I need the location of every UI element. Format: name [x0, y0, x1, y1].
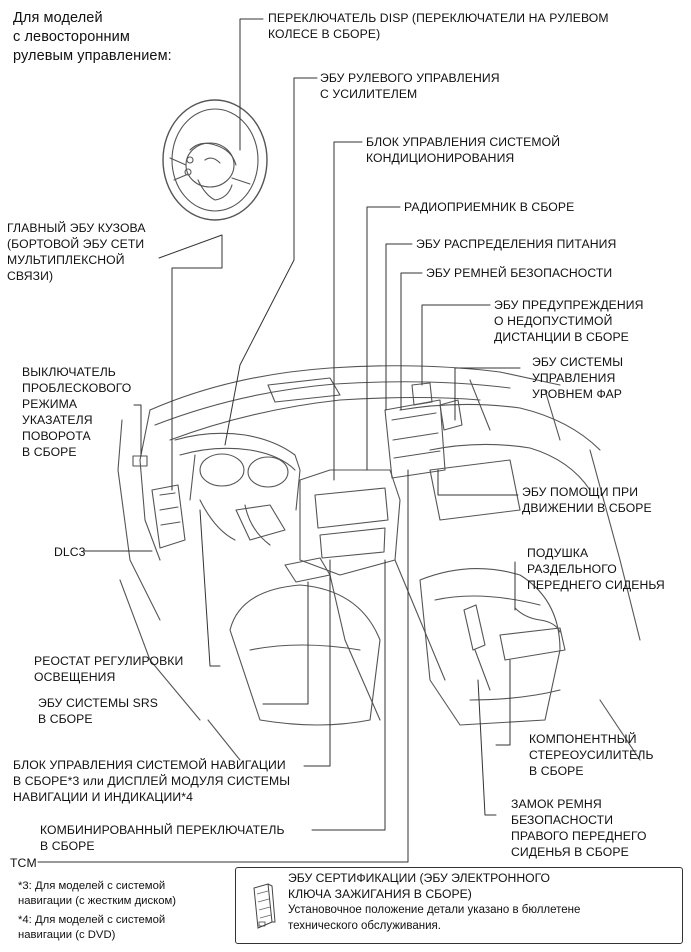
certification-ecu-box: ЭБУ СЕРТИФИКАЦИИ (ЭБУ ЭЛЕКТРОННОГО КЛЮЧА…: [235, 867, 683, 944]
footnote-3: *3: Для моделей с системой навигации (с …: [18, 880, 177, 907]
label-separate-seat-cushion: ПОДУШКА РАЗДЕЛЬНОГО ПЕРЕДНЕГО СИДЕНЬЯ: [527, 546, 665, 592]
certification-ecu-title: ЭБУ СЕРТИФИКАЦИИ (ЭБУ ЭЛЕКТРОННОГО КЛЮЧА…: [288, 871, 551, 901]
certification-ecu-icon: [253, 883, 276, 929]
label-driving-support-ecu: ЭБУ ПОМОЩИ ПРИ ДВИЖЕНИИ В СБОРЕ: [522, 485, 652, 515]
label-nav-control: БЛОК УПРАВЛЕНИЯ СИСТЕМОЙ НАВИГАЦИИ В СБО…: [13, 758, 291, 804]
label-distance-warning-ecu: ЭБУ ПРЕДУПРЕЖДЕНИЯ О НЕДОПУСТИМОЙ ДИСТАН…: [494, 298, 644, 344]
label-headlight-level-ecu: ЭБУ СИСТЕМЫ УПРАВЛЕНИЯ УРОВНЕМ ФАР: [532, 355, 624, 401]
footnote-4: *4: Для моделей с системой навигации (с …: [18, 914, 166, 941]
label-power-steering-ecu: ЭБУ РУЛЕВОГО УПРАВЛЕНИЯ С УСИЛИТЕЛЕМ: [320, 71, 500, 101]
label-dlc3: DLC3: [54, 545, 86, 559]
lhd-models-note: Для моделей с левосторонним рулевым упра…: [13, 10, 172, 64]
label-combination-switch: КОМБИНИРОВАННЫЙ ПЕРЕКЛЮЧАТЕЛЬ В СБОРЕ: [40, 823, 285, 853]
label-seatbelt-ecu: ЭБУ РЕМНЕЙ БЕЗОПАСНОСТИ: [426, 266, 613, 280]
label-disp-switch: ПЕРЕКЛЮЧАТЕЛЬ DISP (ПЕРЕКЛЮЧАТЕЛИ НА РУЛ…: [268, 11, 609, 41]
label-tcm: TCM: [10, 856, 37, 870]
label-ac-control: БЛОК УПРАВЛЕНИЯ СИСТЕМОЙ КОНДИЦИОНИРОВАН…: [366, 135, 561, 165]
label-radio: РАДИОПРИЕМНИК В СБОРЕ: [404, 200, 575, 214]
label-main-body-ecu: ГЛАВНЫЙ ЭБУ КУЗОВА (БОРТОВОЙ ЭБУ СЕТИ МУ…: [7, 221, 146, 283]
leader-lines: [37, 18, 521, 863]
label-power-distribution-ecu: ЭБУ РАСПРЕДЕЛЕНИЯ ПИТАНИЯ: [416, 237, 617, 251]
label-stereo-amplifier: КОМПОНЕНТНЫЙ СТЕРЕОУСИЛИТЕЛЬ В СБОРЕ: [529, 732, 654, 778]
label-dimmer-rheostat: РЕОСТАТ РЕГУЛИРОВКИ ОСВЕЩЕНИЯ: [34, 654, 184, 684]
certification-ecu-note: Установочное положение детали указано в …: [288, 904, 581, 932]
label-seatbelt-buckle: ЗАМОК РЕМНЯ БЕЗОПАСНОСТИ ПРАВОГО ПЕРЕДНЕ…: [511, 797, 647, 859]
steering-wheel-drawing: [162, 99, 268, 221]
label-hazard-switch: ВЫКЛЮЧАТЕЛЬ ПРОБЛЕСКОВОГО РЕЖИМА УКАЗАТЕ…: [22, 365, 132, 459]
label-srs-ecu: ЭБУ СИСТЕМЫ SRS В СБОРЕ: [38, 696, 159, 726]
